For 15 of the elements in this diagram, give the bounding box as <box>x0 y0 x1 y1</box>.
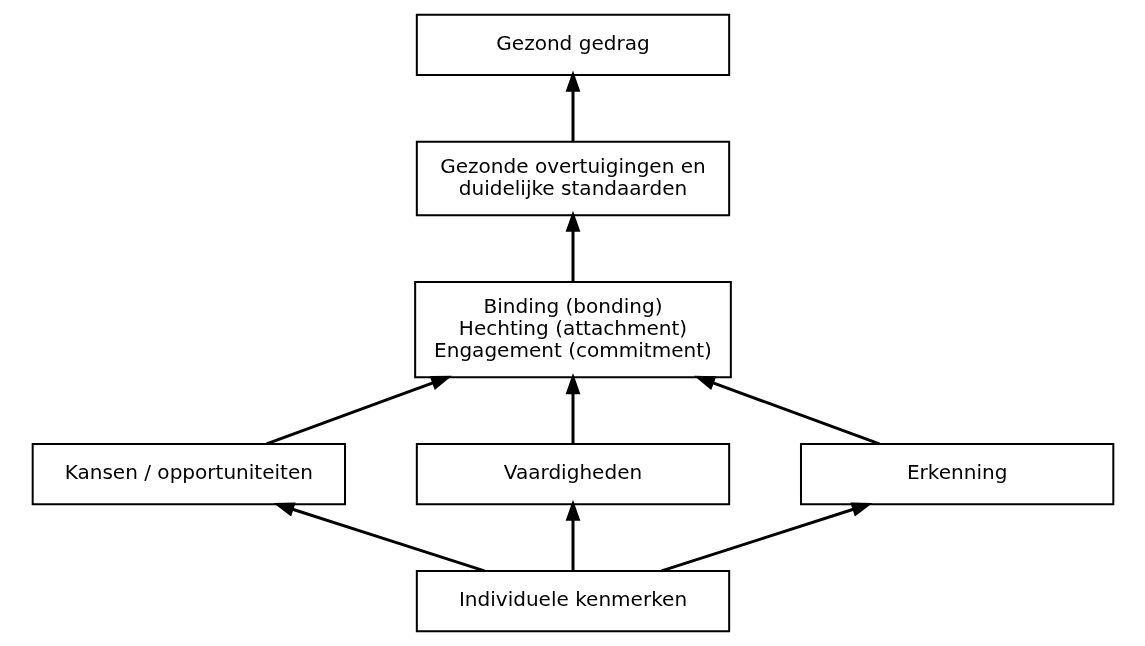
node-box: Kansen / opportuniteiten <box>31 443 346 506</box>
arrow <box>565 210 580 283</box>
node-box: Gezond gedrag <box>415 13 730 76</box>
node-box: Gezonde overtuigingen en duidelijke standaarden <box>415 140 730 217</box>
arrow <box>565 70 580 142</box>
arrow <box>565 373 580 444</box>
arrow <box>265 375 452 446</box>
node-box: Individuele kenmerken <box>415 570 730 633</box>
arrow <box>565 499 580 571</box>
node-box: Binding (bonding) Hechting (attachment) Engagement (commitment) <box>413 281 732 379</box>
arrow <box>272 502 485 573</box>
arrow <box>693 375 880 446</box>
arrow <box>660 502 873 573</box>
node-box: Vaardigheden <box>415 443 730 506</box>
node-box: Erkenning <box>799 443 1114 506</box>
